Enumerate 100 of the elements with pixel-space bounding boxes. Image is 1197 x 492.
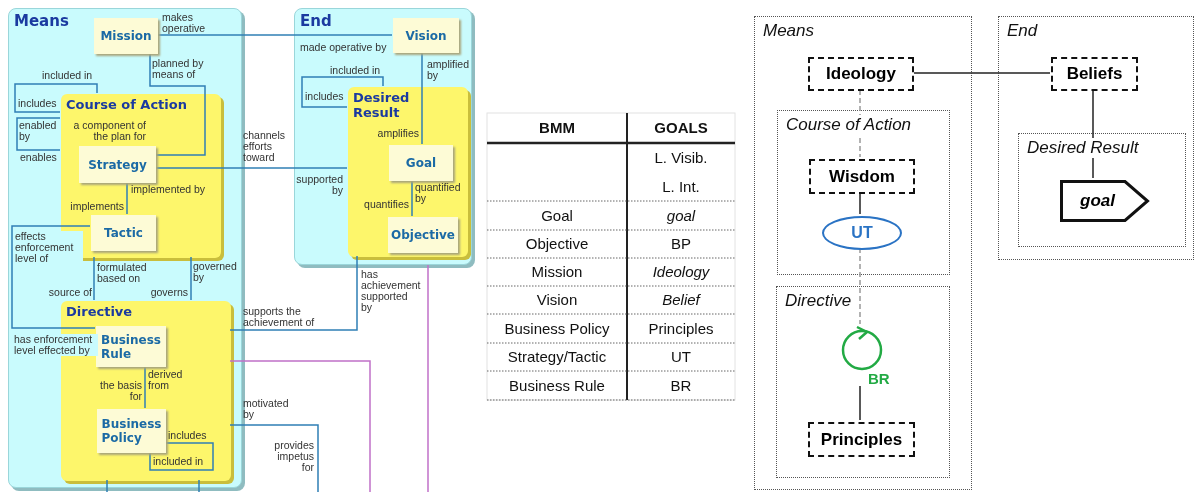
role-label: implements <box>70 201 124 212</box>
table-entry: Principles <box>648 319 714 338</box>
connector-line <box>859 385 861 421</box>
role-label: has achievement supported by <box>361 269 421 313</box>
role-label: makes operative <box>162 12 207 34</box>
dashed-box: Principles <box>808 422 915 457</box>
column-header: BMM <box>539 119 575 137</box>
role-label: includes <box>168 430 207 441</box>
role-label: included in <box>330 65 381 76</box>
connector-line <box>229 360 371 492</box>
group-title: Course of Action <box>65 96 188 114</box>
role-label: enables <box>20 152 57 163</box>
dotted-group <box>998 16 1194 260</box>
role-label: derived from <box>148 369 184 391</box>
role-label: the basis for <box>98 380 142 402</box>
role-label: made operative by <box>300 42 387 53</box>
dotted-group <box>776 286 950 478</box>
connector-line <box>859 89 861 158</box>
role-label: motivated by <box>243 398 290 420</box>
pentagon-node: goal <box>1060 180 1149 222</box>
concept-box: Objective <box>388 217 458 253</box>
group-title: End <box>299 11 333 32</box>
role-label: formulated based on <box>97 262 148 284</box>
role-label: includes <box>18 98 57 109</box>
connector-line <box>229 255 358 331</box>
group-title: Course of Action <box>784 115 914 135</box>
role-label: supported by <box>295 174 343 196</box>
ellipse-node: UT <box>822 216 902 250</box>
connector-line <box>16 117 61 151</box>
role-label: governs <box>150 287 188 298</box>
role-label: channels efforts toward <box>243 130 287 163</box>
group-panel <box>348 87 468 257</box>
connector-line <box>156 34 393 36</box>
dashed-box: Beliefs <box>1051 57 1138 91</box>
group-title: Desired Result <box>1025 138 1141 158</box>
connector-line <box>11 225 96 329</box>
connector-line <box>198 479 200 492</box>
group-title: Means <box>13 11 70 32</box>
role-label: quantified by <box>415 182 462 204</box>
role-label: enabled by <box>19 120 57 142</box>
connector-line <box>190 256 192 301</box>
connector-line <box>14 83 98 113</box>
role-label: amplifies <box>377 128 419 139</box>
connector-line <box>106 479 108 492</box>
table-entry: Objective <box>525 235 589 253</box>
concept-box: Tactic <box>91 215 156 251</box>
dotted-group <box>754 16 972 490</box>
table-entry: UT <box>671 348 691 366</box>
column-header: GOALS <box>654 119 708 137</box>
role-label: included in <box>153 456 204 467</box>
dotted-group <box>777 110 950 275</box>
table-entry: Business Policy <box>504 319 610 338</box>
connector-line <box>154 167 348 169</box>
connector-line <box>126 181 128 215</box>
connector-line <box>93 256 95 301</box>
table-entry: goal <box>666 206 696 225</box>
table-entry: L. Int. <box>662 177 700 196</box>
concept-box: Mission <box>94 18 158 54</box>
group-title: Directive <box>65 303 134 321</box>
category-panel <box>294 8 472 265</box>
table-entry: Business Rule <box>509 376 605 395</box>
role-label: governed by <box>193 261 238 283</box>
dashed-box: Ideology <box>808 57 914 91</box>
concept-box: Business Policy <box>97 409 166 453</box>
dotted-group <box>1018 133 1186 247</box>
connector-line <box>144 365 146 409</box>
table-entry: Goal <box>541 206 573 225</box>
table-entry: Belief <box>662 291 700 309</box>
concept-box: Business Rule <box>96 326 166 367</box>
concept-box: Goal <box>389 145 453 181</box>
table-entry: Vision <box>536 291 578 309</box>
role-label: effects enforcement level of <box>15 231 83 264</box>
group-title: Desired Result <box>352 89 411 122</box>
category-panel <box>8 8 242 488</box>
role-label: implemented by <box>131 184 206 195</box>
role-label: amplified by <box>427 59 471 81</box>
connector-line <box>149 442 214 471</box>
table-entry: BP <box>671 235 691 253</box>
connector-line <box>301 76 384 108</box>
role-label: has enforcement level effected by <box>14 334 98 356</box>
concept-box: Strategy <box>79 146 156 183</box>
table-entry: Mission <box>531 263 583 281</box>
table-entry: Strategy/Tactic <box>507 348 607 366</box>
table-entry: BR <box>670 376 692 395</box>
table-entry: Ideology <box>652 263 710 281</box>
dashed-box: Wisdom <box>809 159 915 194</box>
role-label: a component of the plan for <box>72 120 146 142</box>
connector-line <box>859 191 861 215</box>
connector-line <box>149 52 206 156</box>
role-label: included in <box>42 70 93 81</box>
role-label: quantifies <box>364 199 409 210</box>
connector-line <box>427 264 429 492</box>
table-entry: L. Visib. <box>654 148 708 167</box>
role-label: supports the achievement of <box>243 306 316 328</box>
connector-line <box>421 51 423 145</box>
connector-line <box>859 247 861 325</box>
role-label: source of <box>48 287 92 298</box>
role-label: planned by means of <box>152 58 205 80</box>
connector-line <box>229 424 319 492</box>
connector-line <box>411 179 413 217</box>
